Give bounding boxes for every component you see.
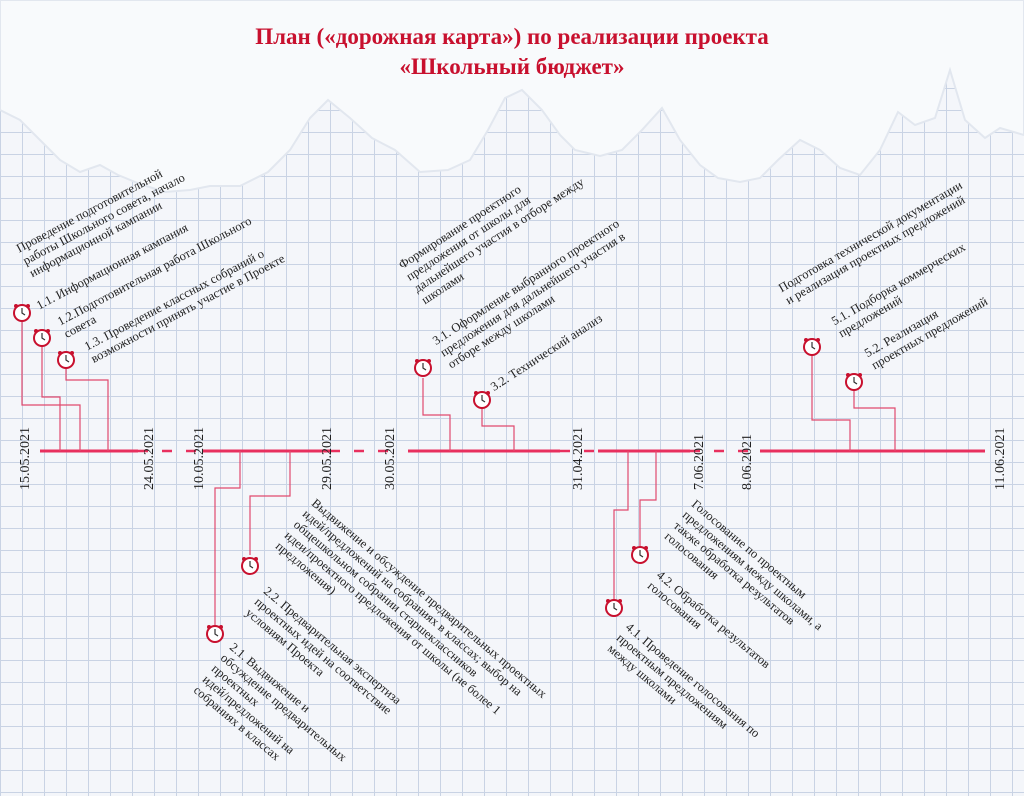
alarm-clock-icon xyxy=(12,303,32,323)
alarm-clock-icon xyxy=(802,337,822,357)
date-label: 29.05.2021 xyxy=(320,427,336,490)
stage4-connectors xyxy=(614,451,656,600)
date-label: 30.05.2021 xyxy=(383,427,399,490)
alarm-clock-icon xyxy=(56,350,76,370)
date-label: 7.06.2021 xyxy=(692,434,708,490)
alarm-clock-icon xyxy=(472,390,492,410)
date-label: 15.05.2021 xyxy=(18,427,34,490)
alarm-clock-icon xyxy=(413,358,433,378)
stage5-connectors xyxy=(812,355,895,451)
alarm-clock-icon xyxy=(844,372,864,392)
date-label: 10.05.2021 xyxy=(192,427,208,490)
alarm-clock-icon xyxy=(604,598,624,618)
alarm-clock-icon xyxy=(240,556,260,576)
alarm-clock-icon xyxy=(630,545,650,565)
date-label: 8.06.2021 xyxy=(740,434,756,490)
alarm-clock-icon xyxy=(32,328,52,348)
alarm-clock-icon xyxy=(205,624,225,644)
date-label: 24.05.2021 xyxy=(142,427,158,490)
timeline-diagram xyxy=(0,0,1024,767)
date-label: 11.06.2021 xyxy=(993,428,1009,490)
date-label: 31.04.2021 xyxy=(571,427,587,490)
